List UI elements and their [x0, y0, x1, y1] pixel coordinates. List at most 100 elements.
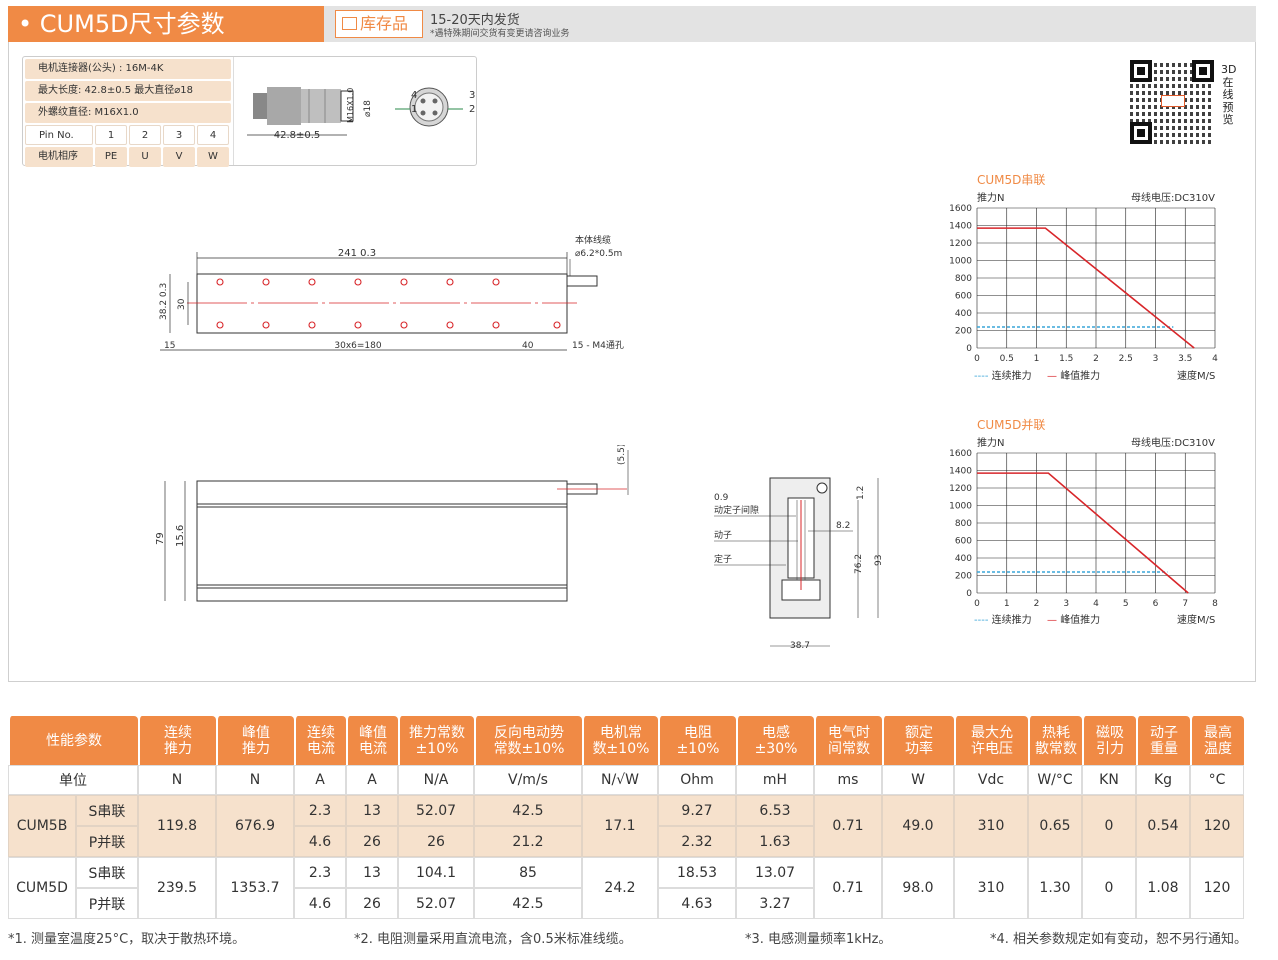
unit-cell: V/m/s	[474, 765, 582, 795]
footnote-3: *3. 电感测量频率1kHz。	[745, 932, 892, 947]
connection-cell: S串联	[76, 857, 138, 888]
pin-num-1: 1	[411, 104, 417, 115]
connector-size: 最大长度: 42.8±0.5 最大直径⌀18	[25, 81, 231, 101]
unit-cell: N/A	[398, 765, 474, 795]
header-cell: 电机常 数±10%	[582, 716, 658, 765]
header-cell: 热耗 散常数	[1028, 716, 1082, 765]
unit-cell: N/√W	[582, 765, 658, 795]
x-tick-label: 8	[1212, 599, 1218, 609]
series-line	[977, 227, 1195, 349]
y-tick-label: 1000	[949, 257, 972, 267]
chart2-voltage: 母线电压:DC310V	[1131, 438, 1215, 449]
dim-side-inner: 15.6	[175, 525, 186, 547]
header-cell: 性能参数	[8, 716, 138, 765]
magnetic-cell: 0	[1082, 795, 1136, 857]
header-cell: 反向电动势 常数±10%	[474, 716, 582, 765]
header-cell: 电气时 间常数	[814, 716, 882, 765]
peak-current-cell: 26	[346, 826, 398, 857]
x-tick-label: 1	[1034, 354, 1040, 364]
unit-label: 单位	[8, 765, 138, 795]
y-tick-label: 0	[966, 589, 972, 599]
resistance-cell: 4.63	[658, 888, 736, 919]
dim-height-93: 93	[874, 555, 884, 566]
unit-cell: N	[216, 765, 294, 795]
dim-length: 241 0.3	[338, 248, 376, 259]
x-tick-label: 0.5	[1000, 354, 1014, 364]
qr-finder	[1192, 60, 1214, 82]
unit-cell: A	[346, 765, 398, 795]
box-icon	[342, 17, 357, 30]
power-cell: 49.0	[882, 795, 954, 857]
cross-section-drawing: 0.9 动定子间隙 动子 定子 1.2 8.2 76.2 93 38.7	[714, 477, 884, 651]
chart2-xlabel: 速度M/S	[1177, 615, 1216, 626]
chart1-xlabel: 速度M/S	[1177, 371, 1216, 382]
pin-2: 2	[129, 125, 161, 145]
page-title: • CUM5D尺寸参数	[8, 6, 324, 42]
force-const-cell: 52.07	[398, 888, 474, 919]
unit-cell: N	[138, 765, 216, 795]
chart1-voltage: 母线电压:DC310V	[1131, 193, 1215, 204]
cable-spec: ⌀6.2*0.5m	[575, 249, 622, 259]
header-cell: 连续 推力	[138, 716, 216, 765]
y-tick-label: 1200	[949, 239, 972, 249]
cable-label: 本体线缆	[575, 234, 611, 246]
bemf-cell: 21.2	[474, 826, 582, 857]
footnote-1: *1. 测量室温度25°C，取决于散热环境。	[8, 932, 246, 947]
brand-logo	[1161, 95, 1185, 107]
time-const-cell: 0.71	[814, 795, 882, 857]
unit-cell: W/°C	[1028, 765, 1082, 795]
connector-thread: 外螺纹直径: M16X1.0	[25, 103, 231, 123]
header-cell: 动子 重量	[1136, 716, 1190, 765]
x-tick-label: 3.5	[1178, 354, 1192, 364]
pin-1: 1	[95, 125, 127, 145]
cont-force-cell: 119.8	[138, 795, 216, 857]
header-cell: 最高 温度	[1190, 716, 1244, 765]
qr-finder	[1130, 60, 1152, 82]
connection-cell: P并联	[76, 826, 138, 857]
y-tick-label: 600	[955, 292, 972, 302]
y-tick-label: 200	[955, 327, 972, 337]
connection-cell: P并联	[76, 888, 138, 919]
voltage-cell: 310	[954, 795, 1028, 857]
qr-finder	[1130, 122, 1152, 144]
bemf-cell: 42.5	[474, 795, 582, 826]
x-tick-label: 4	[1093, 599, 1099, 609]
y-tick-label: 1200	[949, 484, 972, 494]
peak-current-cell: 13	[346, 795, 398, 826]
bemf-cell: 85	[474, 857, 582, 888]
dim-right-offset: 40	[522, 341, 534, 351]
inductance-cell: 6.53	[736, 795, 814, 826]
gap-value: 0.9	[714, 493, 729, 503]
header-cell: 电阻 ±10%	[658, 716, 736, 765]
chart1-ylabel: 推力N	[977, 193, 1005, 204]
dim-width-8: 8.2	[836, 521, 850, 531]
force-const-cell: 104.1	[398, 857, 474, 888]
connector-drawing: 42.8±0.5 M16X1.0 ⌀18 4 3 1 2	[247, 87, 475, 141]
mover-label: 动子	[714, 530, 732, 541]
pin-num-3: 3	[469, 90, 475, 101]
shipping-time: 15-20天内发货	[430, 13, 520, 28]
x-tick-label: 0	[974, 354, 980, 364]
unit-cell: ms	[814, 765, 882, 795]
chart1-title: CUM5D串联	[977, 173, 1046, 187]
chart2-legend-peak: — 峰值推力	[1047, 615, 1101, 626]
weight-cell: 1.08	[1136, 857, 1190, 919]
dim-side-height: 79	[155, 532, 166, 545]
thermal-cell: 0.65	[1028, 795, 1082, 857]
footnote-4: *4. 相关参数规定如有变动，恕不另行通知。	[990, 932, 1248, 947]
top-view-drawing: 241 0.3 本体线缆 ⌀6.2*0.5m 38.2 0.3 30 15 30…	[159, 234, 624, 351]
x-tick-label: 7	[1182, 599, 1188, 609]
conn-len-label: 42.8±0.5	[274, 130, 321, 141]
header-cell: 电感 ±30%	[736, 716, 814, 765]
y-tick-label: 0	[966, 344, 972, 354]
bemf-cell: 42.5	[474, 888, 582, 919]
pin-4: 4	[197, 125, 229, 145]
y-tick-label: 400	[955, 554, 972, 564]
cont-force-cell: 239.5	[138, 857, 216, 919]
connection-cell: S串联	[76, 795, 138, 826]
phase-pe: PE	[95, 147, 127, 167]
side-view-drawing: (5.5) 79 15.6	[155, 445, 629, 602]
